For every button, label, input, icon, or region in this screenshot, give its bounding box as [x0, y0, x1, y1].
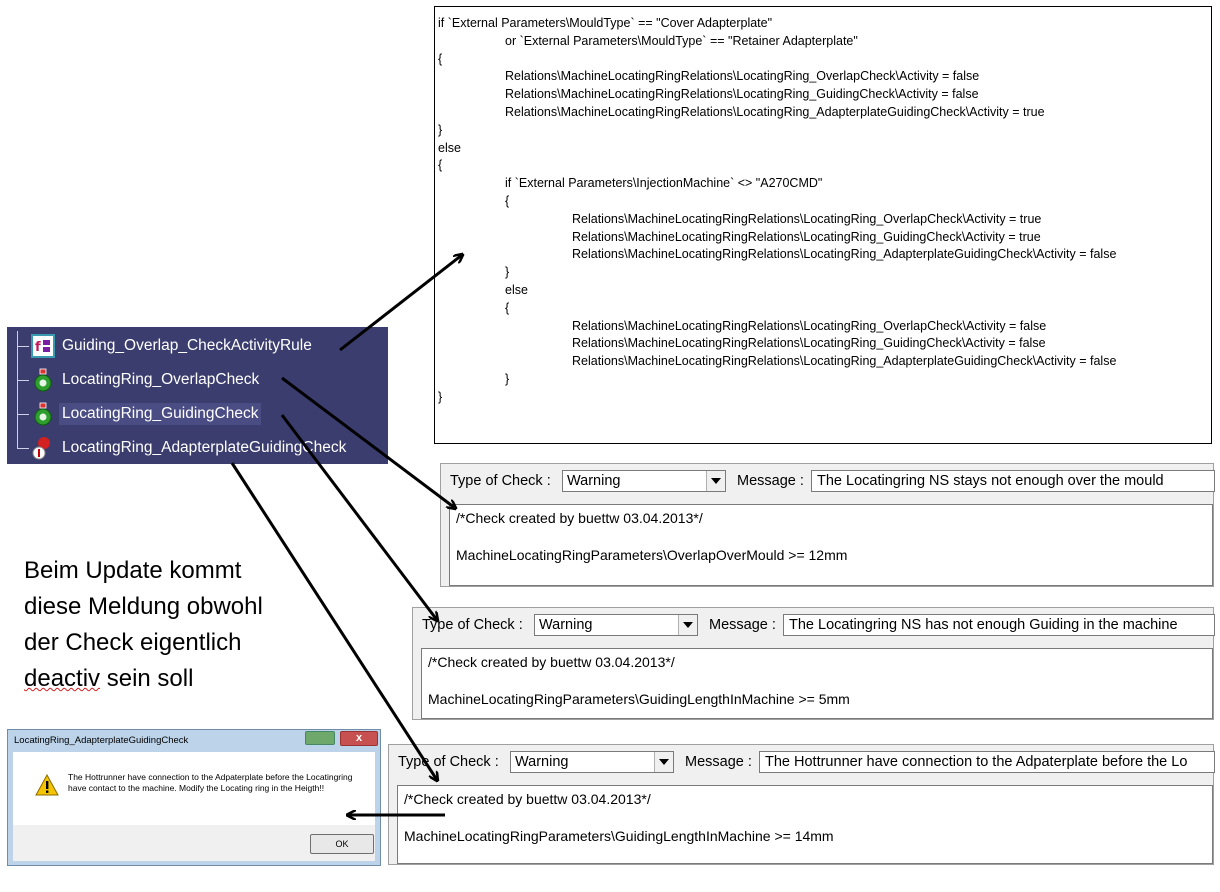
ok-button[interactable]: OK: [310, 834, 374, 854]
code-line: Relations\MachineLocatingRingRelations\L…: [572, 336, 1046, 351]
type-of-check-value: Warning: [515, 754, 569, 770]
tree-item-label: Guiding_Overlap_CheckActivityRule: [62, 337, 312, 354]
check-expression: MachineLocatingRingParameters\OverlapOve…: [456, 547, 848, 563]
code-line: Relations\MachineLocatingRingRelations\L…: [572, 247, 1117, 262]
check-editor-overlap: Type of Check : Warning Message : The Lo…: [440, 463, 1215, 587]
type-of-check-select[interactable]: Warning: [534, 614, 698, 636]
code-line: Relations\MachineLocatingRingRelations\L…: [505, 69, 980, 84]
check-active-icon: [34, 402, 52, 426]
type-of-check-value: Warning: [567, 473, 621, 489]
type-of-check-value: Warning: [539, 617, 593, 633]
misspelled-word: deactiv: [24, 665, 101, 692]
code-line: else: [438, 140, 461, 155]
check-comment: /*Check created by buettw 03.04.2013*/: [404, 791, 651, 807]
comment-line-1: Beim Update kommt: [24, 557, 242, 584]
svg-text:f: f: [35, 340, 41, 355]
check-body-editor[interactable]: /*Check created by buettw 03.04.2013*/ M…: [421, 648, 1213, 719]
dialog-footer: OK: [13, 825, 375, 861]
check-active-icon: [34, 368, 52, 392]
dialog-titlebar[interactable]: LocatingRing_AdapterplateGuidingCheck x: [8, 730, 380, 752]
type-of-check-label: Type of Check :: [450, 473, 551, 489]
message-label: Message :: [685, 754, 752, 770]
check-comment: /*Check created by buettw 03.04.2013*/: [456, 510, 703, 526]
message-value: The Locatingring NS stays not enough ove…: [817, 473, 1164, 489]
comment-line-4-rest: sein soll: [100, 665, 194, 692]
chevron-down-icon[interactable]: [706, 471, 725, 491]
code-line: {: [438, 158, 443, 173]
message-field[interactable]: The Locatingring NS has not enough Guidi…: [783, 614, 1215, 636]
code-line: Relations\MachineLocatingRingRelations\L…: [572, 229, 1041, 244]
code-line: Relations\MachineLocatingRingRelations\L…: [572, 354, 1117, 369]
code-line: else: [505, 283, 528, 297]
close-button[interactable]: x: [340, 731, 378, 746]
type-of-check-label: Type of Check :: [422, 617, 523, 633]
message-field[interactable]: The Locatingring NS stays not enough ove…: [811, 470, 1215, 492]
code-line: if `External Parameters\InjectionMachine…: [505, 176, 823, 191]
tree-item-label: LocatingRing_GuidingCheck: [59, 403, 262, 425]
tree-item-label: LocatingRing_OverlapCheck: [62, 371, 260, 388]
check-inactive-icon: [32, 437, 50, 460]
check-body-editor[interactable]: /*Check created by buettw 03.04.2013*/ M…: [397, 785, 1213, 864]
dialog-title: LocatingRing_AdapterplateGuidingCheck: [14, 735, 189, 746]
message-label: Message :: [709, 617, 776, 633]
check-editor-guiding: Type of Check : Warning Message : The Lo…: [412, 607, 1215, 720]
comment-line-3: der Check eigentlich: [24, 629, 242, 656]
code-line: Relations\MachineLocatingRingRelations\L…: [572, 211, 1042, 226]
check-editor-adapterplate-guiding: Type of Check : Warning Message : The Ho…: [388, 744, 1215, 865]
code-line: }: [438, 122, 443, 137]
code-line: Relations\MachineLocatingRingRelations\L…: [572, 318, 1047, 333]
rule-icon: f: [31, 334, 55, 358]
code-line: Relations\MachineLocatingRingRelations\L…: [505, 105, 1045, 119]
close-icon: x: [355, 732, 363, 744]
code-line: if `External Parameters\MouldType` == "C…: [438, 16, 773, 30]
check-expression: MachineLocatingRingParameters\GuidingLen…: [404, 828, 834, 844]
warning-icon: [35, 774, 59, 796]
comment-line-4: deactiv sein soll: [24, 661, 344, 697]
type-of-check-select[interactable]: Warning: [510, 751, 674, 773]
message-value: The Hottrunner have connection to the Ad…: [765, 754, 1188, 770]
message-value: The Locatingring NS has not enough Guidi…: [789, 617, 1178, 633]
dialog-body: The Hottrunner have connection to the Ad…: [13, 752, 375, 825]
code-line: Relations\MachineLocatingRingRelations\L…: [505, 87, 979, 102]
code-line: }: [505, 265, 510, 280]
check-comment: /*Check created by buettw 03.04.2013*/: [428, 654, 675, 670]
chevron-down-icon[interactable]: [654, 752, 673, 772]
ok-button-label: OK: [335, 839, 349, 849]
check-body-editor[interactable]: /*Check created by buettw 03.04.2013*/ M…: [449, 504, 1213, 586]
code-line: {: [505, 300, 510, 315]
check-expression: MachineLocatingRingParameters\GuidingLen…: [428, 691, 850, 707]
relations-tree: f Guiding_Overlap_CheckActivityRule Loca…: [7, 327, 388, 464]
code-line: {: [438, 51, 443, 66]
type-of-check-label: Type of Check :: [398, 754, 499, 770]
comment-line-2: diese Meldung obwohl: [24, 593, 263, 620]
warning-dialog: LocatingRing_AdapterplateGuidingCheck x …: [7, 729, 381, 866]
type-of-check-select[interactable]: Warning: [562, 470, 726, 492]
code-line: or `External Parameters\MouldType` == "R…: [505, 33, 858, 48]
message-label: Message :: [737, 473, 804, 489]
code-line: {: [505, 194, 510, 208]
message-field[interactable]: The Hottrunner have connection to the Ad…: [759, 751, 1215, 773]
code-line: }: [438, 389, 443, 404]
annotation-comment: Beim Update kommt diese Meldung obwohl d…: [24, 553, 344, 697]
code-line: }: [505, 372, 510, 386]
tree-item-label: LocatingRing_AdapterplateGuidingCheck: [62, 439, 347, 456]
chevron-down-icon[interactable]: [678, 615, 697, 635]
minimize-button[interactable]: [305, 731, 335, 745]
dialog-message: The Hottrunner have connection to the Ad…: [68, 772, 353, 793]
rule-code-editor[interactable]: if `External Parameters\MouldType` == "C…: [434, 6, 1212, 444]
